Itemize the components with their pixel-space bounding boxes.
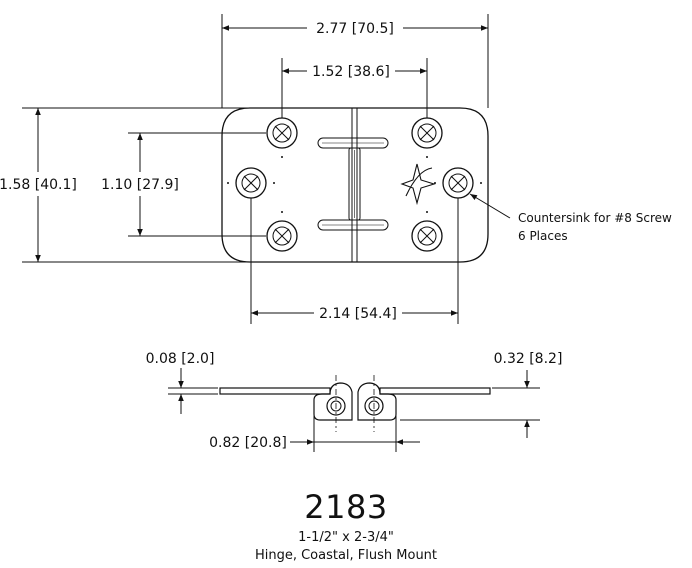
countersink-hole xyxy=(411,220,443,252)
dim-upper-hole-spacing-label: 1.52 [38.6] xyxy=(312,64,390,80)
part-number: 2183 xyxy=(304,488,388,526)
part-description: Hinge, Coastal, Flush Mount xyxy=(254,548,438,563)
dim-lower-hole-spacing-label: 2.14 [54.4] xyxy=(319,306,397,322)
dim-overall-length-label: 2.77 [70.5] xyxy=(316,21,394,37)
dim-leaf-thickness-label: 0.08 [2.0] xyxy=(146,351,215,367)
countersink-hole xyxy=(235,167,267,199)
hinge-plate-top-view xyxy=(221,107,489,263)
callout-leader xyxy=(469,193,511,219)
dim-overall-height-label: 1.58 [40.1] xyxy=(0,177,77,193)
hinge-side-view xyxy=(219,375,491,432)
star-logo-icon xyxy=(400,163,436,206)
dim-knuckle-width-label: 0.82 [20.8] xyxy=(209,435,287,451)
callout-line-2: 6 Places xyxy=(518,229,568,243)
callout-line-1: Countersink for #8 Screw xyxy=(518,211,672,225)
countersink-hole xyxy=(442,167,474,199)
countersink-hole xyxy=(266,220,298,252)
countersink-hole xyxy=(411,117,443,149)
part-size: 1-1/2" x 2-3/4" xyxy=(298,530,394,545)
dim-knuckle-height-label: 0.32 [8.2] xyxy=(494,351,563,367)
dim-inner-hole-spacing-label: 1.10 [27.9] xyxy=(101,177,179,193)
center-marks xyxy=(227,156,482,213)
countersink-hole xyxy=(266,117,298,149)
